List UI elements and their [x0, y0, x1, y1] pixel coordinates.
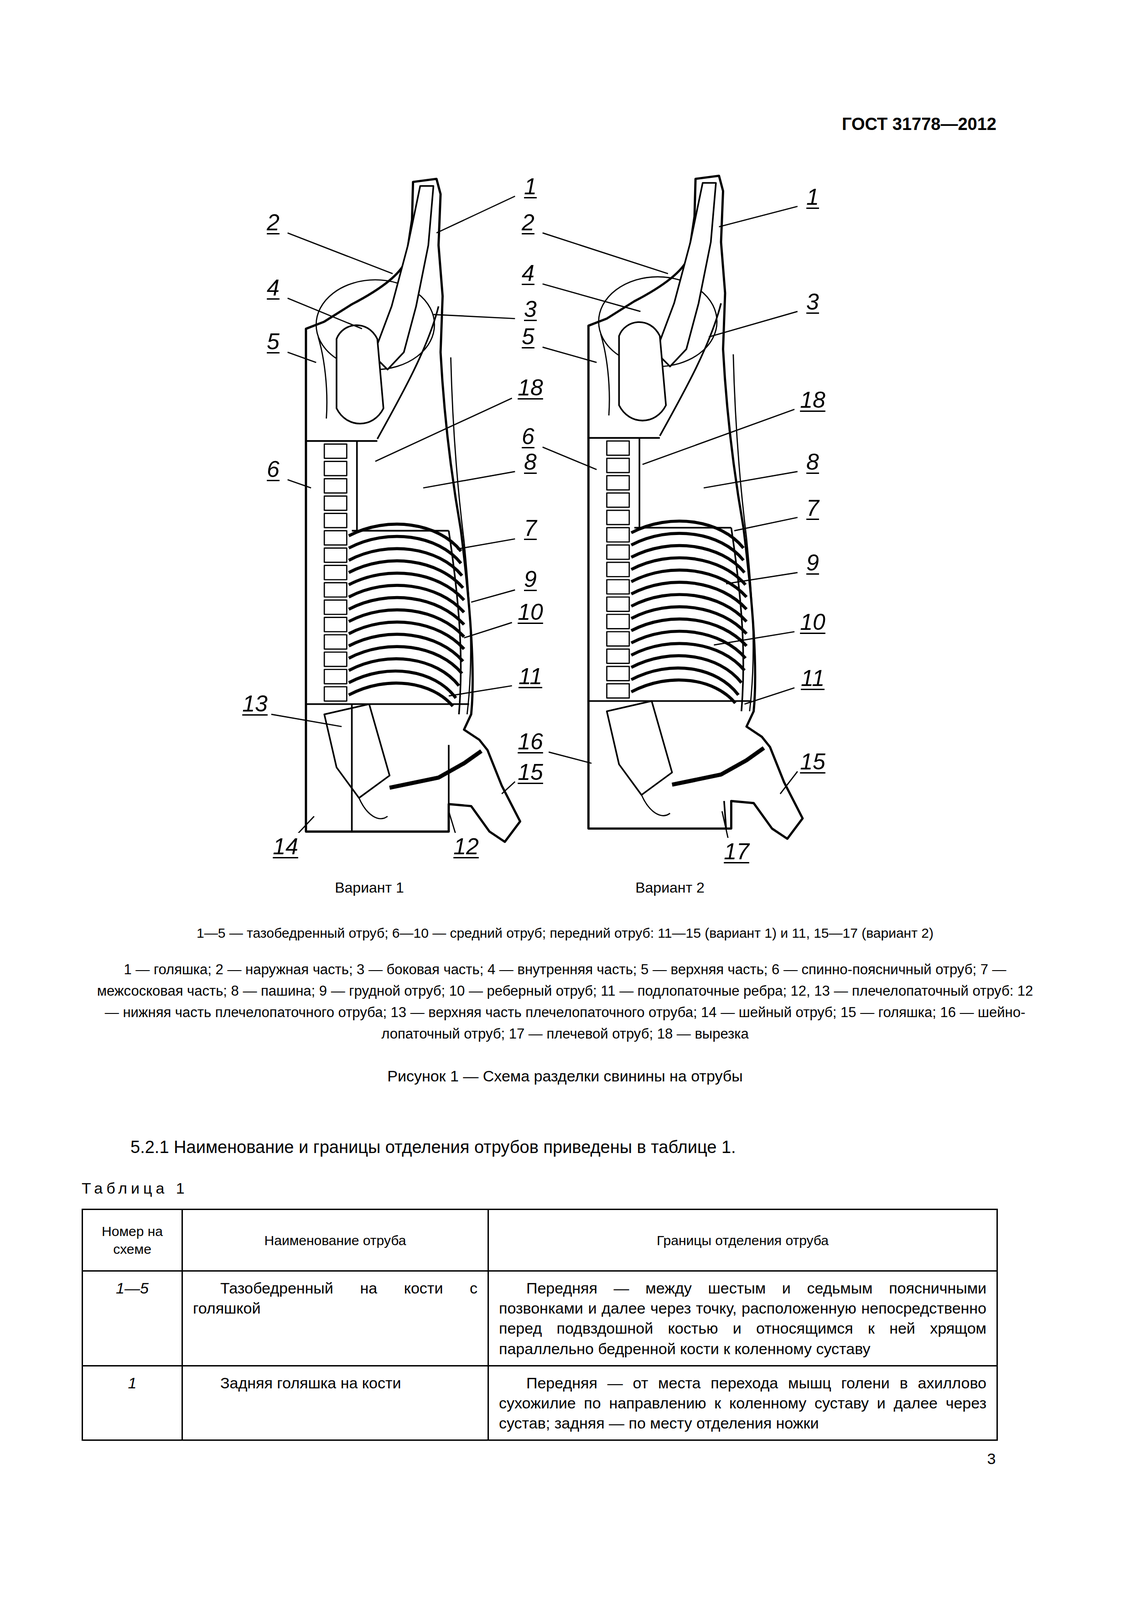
data-table: Номер на схемеНаименование отрубаГраницы…: [81, 1208, 998, 1441]
callout-number: 1: [522, 172, 539, 201]
table-cell: Передняя — от места перехода мышц голени…: [488, 1365, 998, 1441]
variant-label: Вариант 1: [334, 878, 405, 897]
table-cell: Тазобедренный на кости с голяшкой: [182, 1271, 489, 1366]
table-cell: Задняя голяшка на кости: [182, 1365, 489, 1441]
callout-number: 12: [451, 832, 481, 861]
callout-number: 9: [804, 549, 821, 577]
table-header-cell: Наименование отруба: [182, 1209, 489, 1272]
callout-number: 2: [520, 208, 536, 237]
figure-caption: Рисунок 1 — Схема разделки свинины на от…: [387, 1066, 743, 1086]
callout-number: 18: [516, 373, 545, 402]
table-header-cell: Номер на схеме: [82, 1209, 183, 1272]
callout-number: 11: [799, 664, 826, 692]
variant-label: Вариант 2: [635, 878, 705, 897]
callout-number: 15: [798, 747, 827, 776]
callout-number: 4: [520, 259, 536, 287]
figure-key: 1 — голяшка; 2 — наружная часть; 3 — бок…: [95, 958, 1035, 1045]
table-cell: 1—5: [82, 1271, 183, 1366]
callout-number: 2: [265, 208, 281, 237]
table-title: Таблица 1: [81, 1178, 189, 1198]
callout-number: 10: [798, 608, 827, 636]
callout-number: 15: [516, 758, 545, 786]
callout-number: 14: [271, 832, 300, 861]
callout-number: 8: [522, 448, 539, 476]
table-header-cell: Границы отделения отруба: [488, 1209, 998, 1272]
table-cell: 1: [82, 1365, 183, 1441]
callout-number: 1: [804, 183, 821, 211]
callout-number: 7: [522, 514, 539, 542]
callout-number: 17: [722, 837, 751, 866]
callout-number: 4: [265, 274, 281, 302]
callout-number: 13: [240, 690, 270, 718]
callout-number: 10: [516, 598, 545, 626]
section-text: 5.2.1 Наименование и границы отделения о…: [130, 1136, 737, 1158]
callout-number: 5: [520, 322, 536, 351]
figure-legend: 1—5 — тазобедренный отруб; 6—10 — средни…: [196, 924, 934, 942]
callout-number: 7: [804, 494, 821, 522]
table-cell: Передняя — между шестым и седьмым поясни…: [488, 1271, 998, 1366]
callout-number: 18: [798, 386, 827, 414]
callout-number: 9: [522, 565, 539, 593]
callout-number: 11: [517, 662, 544, 691]
callout-number: 3: [804, 288, 821, 316]
callout-number: 5: [265, 327, 281, 356]
callout-number: 6: [520, 422, 536, 451]
page-number: 3: [987, 1449, 997, 1469]
callout-number: 16: [516, 727, 545, 756]
callout-number: 8: [804, 448, 821, 476]
callout-number: 3: [522, 295, 539, 323]
callout-number: 6: [265, 455, 281, 483]
page-header: ГОСТ 31778—2012: [841, 114, 997, 135]
